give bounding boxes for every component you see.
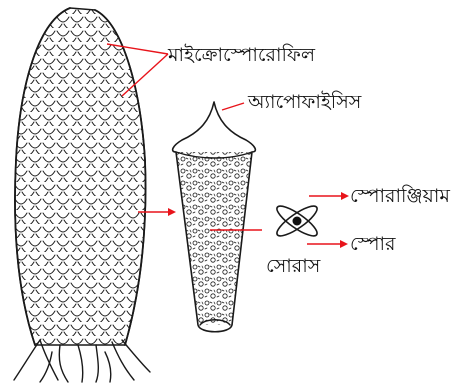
microsporophyll [170,102,260,332]
label-microsporophyll: মাইক্রোস্পোরোফিল [167,44,316,66]
label-sorus: সোরাস [266,255,321,277]
sorus-center [293,217,302,226]
cone [0,0,170,382]
sporangia-fill [170,150,260,330]
label-spore: স্পোর [350,233,396,255]
leader-apophysis [222,103,244,110]
sorus [273,202,320,241]
cone-base-bracts [14,340,150,382]
label-apophysis: অ্যাপোফাইসিস [247,91,362,113]
label-sporangium: স্পোরাঞ্জিয়াম [350,185,450,207]
